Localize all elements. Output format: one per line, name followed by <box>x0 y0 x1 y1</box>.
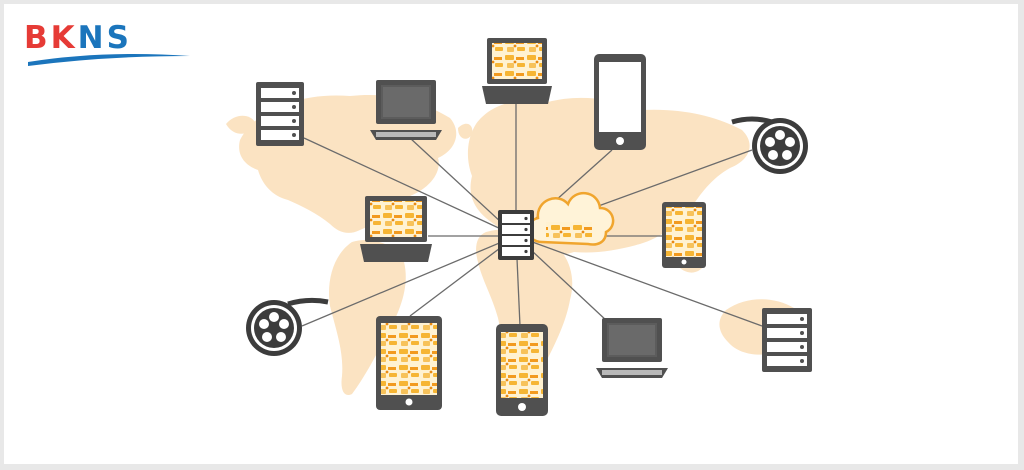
logo-text-red: BK <box>24 20 78 56</box>
film-reel-icon <box>731 116 808 174</box>
hub-server-icon <box>498 210 534 260</box>
logo-text-blue: NS <box>77 20 132 56</box>
tablet-icon <box>662 202 706 268</box>
smartphone-icon <box>496 324 548 416</box>
tablet-icon <box>376 316 442 410</box>
desktop-monitor-icon <box>596 318 668 378</box>
laptop-icon <box>482 38 552 104</box>
server-rack-icon <box>762 308 812 372</box>
laptop-icon <box>360 196 432 262</box>
logo-swoosh <box>28 54 190 66</box>
server-rack-icon <box>256 82 304 146</box>
film-reel-icon <box>246 297 329 356</box>
logo-text: BKNS <box>24 20 132 56</box>
cloud-icon <box>526 192 615 246</box>
desktop-monitor-icon <box>370 80 442 140</box>
bkns-logo: BKNS <box>24 20 194 70</box>
smartphone-icon <box>594 54 646 150</box>
